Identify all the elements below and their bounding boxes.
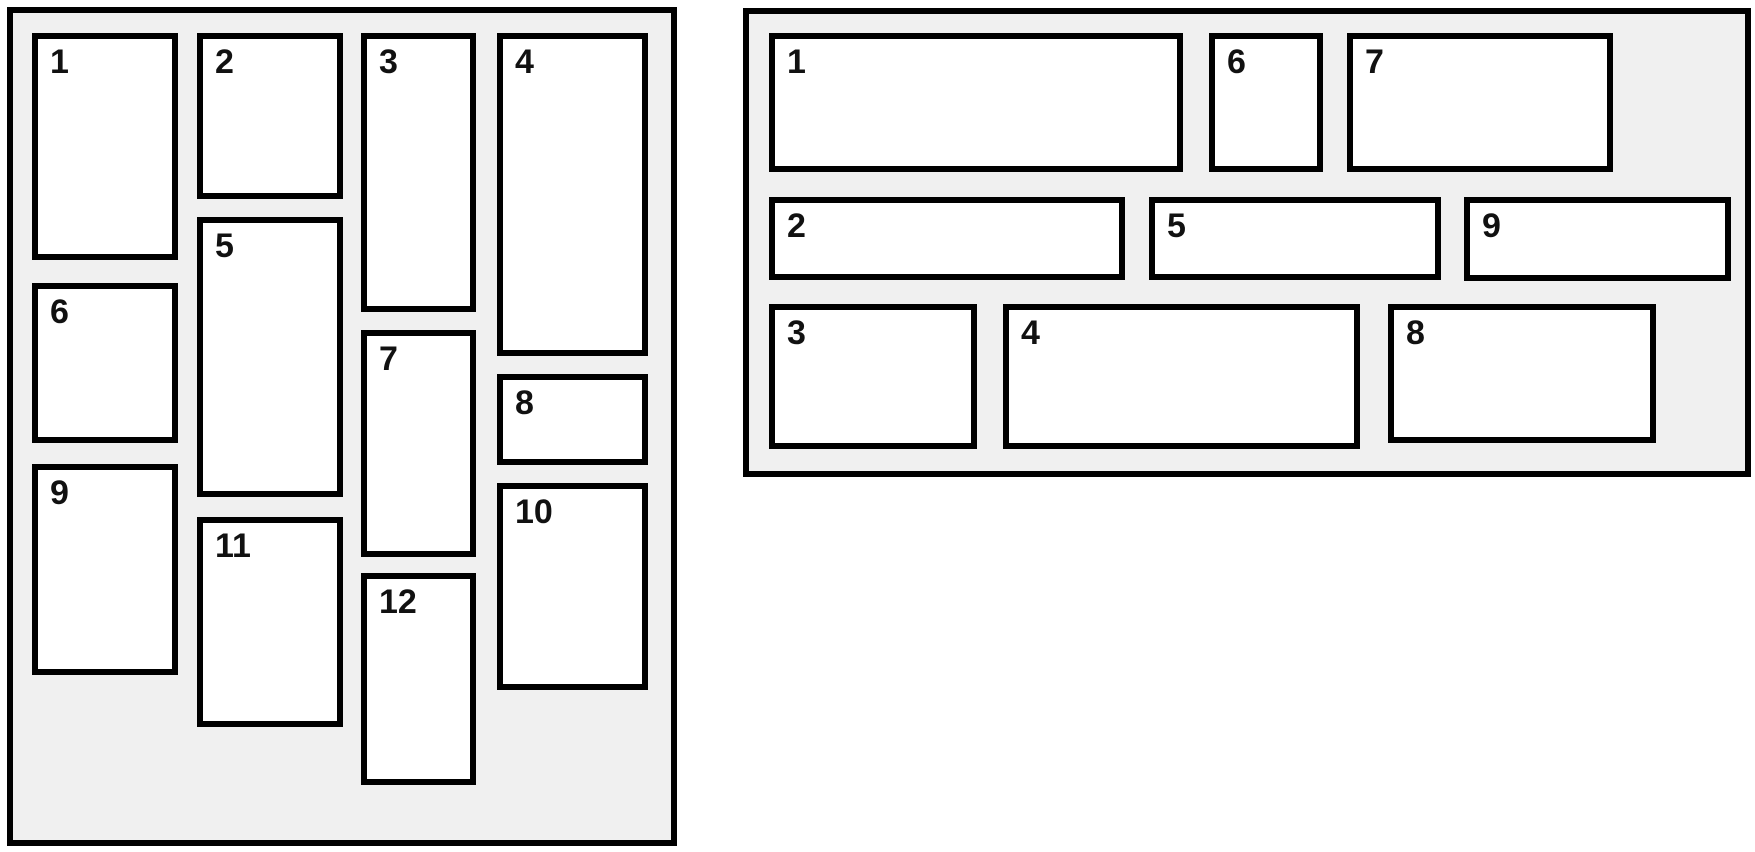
- box-label: 5: [1167, 207, 1186, 245]
- layout-box-3: 3: [361, 33, 476, 312]
- layout-box-2: 2: [769, 197, 1125, 280]
- layout-box-7: 7: [1347, 33, 1613, 172]
- layout-box-11: 11: [197, 517, 343, 727]
- layout-box-4: 4: [1003, 304, 1360, 449]
- layout-box-6: 6: [1209, 33, 1323, 172]
- box-label: 7: [379, 340, 398, 378]
- layout-box-9: 9: [32, 464, 178, 675]
- box-label: 7: [1365, 43, 1384, 81]
- layout-box-6: 6: [32, 283, 178, 443]
- box-label: 1: [787, 43, 806, 81]
- box-label: 4: [1021, 314, 1040, 352]
- layout-box-9: 9: [1464, 197, 1731, 281]
- layout-box-1: 1: [32, 33, 178, 260]
- box-label: 9: [50, 474, 69, 512]
- layout-box-10: 10: [497, 483, 648, 690]
- box-label: 9: [1482, 207, 1501, 245]
- box-label: 10: [515, 493, 553, 531]
- layout-box-4: 4: [497, 33, 648, 356]
- box-label: 6: [1227, 43, 1246, 81]
- box-label: 2: [787, 207, 806, 245]
- layout-box-12: 12: [361, 573, 476, 785]
- layout-box-8: 8: [497, 374, 648, 465]
- box-label: 8: [1406, 314, 1425, 352]
- box-label: 12: [379, 583, 417, 621]
- rows-layout-panel: 1 6 7 2 5 9 3 4 8: [743, 8, 1751, 477]
- layout-box-1: 1: [769, 33, 1183, 172]
- box-label: 2: [215, 43, 234, 81]
- box-label: 8: [515, 384, 534, 422]
- box-label: 4: [515, 43, 534, 81]
- layout-box-5: 5: [1149, 197, 1441, 280]
- box-label: 3: [379, 43, 398, 81]
- box-label: 11: [215, 527, 251, 565]
- layout-box-8: 8: [1388, 304, 1656, 443]
- box-label: 5: [215, 227, 234, 265]
- box-label: 6: [50, 293, 69, 331]
- box-label: 3: [787, 314, 806, 352]
- layout-box-5: 5: [197, 217, 343, 497]
- layout-box-7: 7: [361, 330, 476, 557]
- layout-box-2: 2: [197, 33, 343, 199]
- box-label: 1: [50, 43, 69, 81]
- layout-box-3: 3: [769, 304, 977, 449]
